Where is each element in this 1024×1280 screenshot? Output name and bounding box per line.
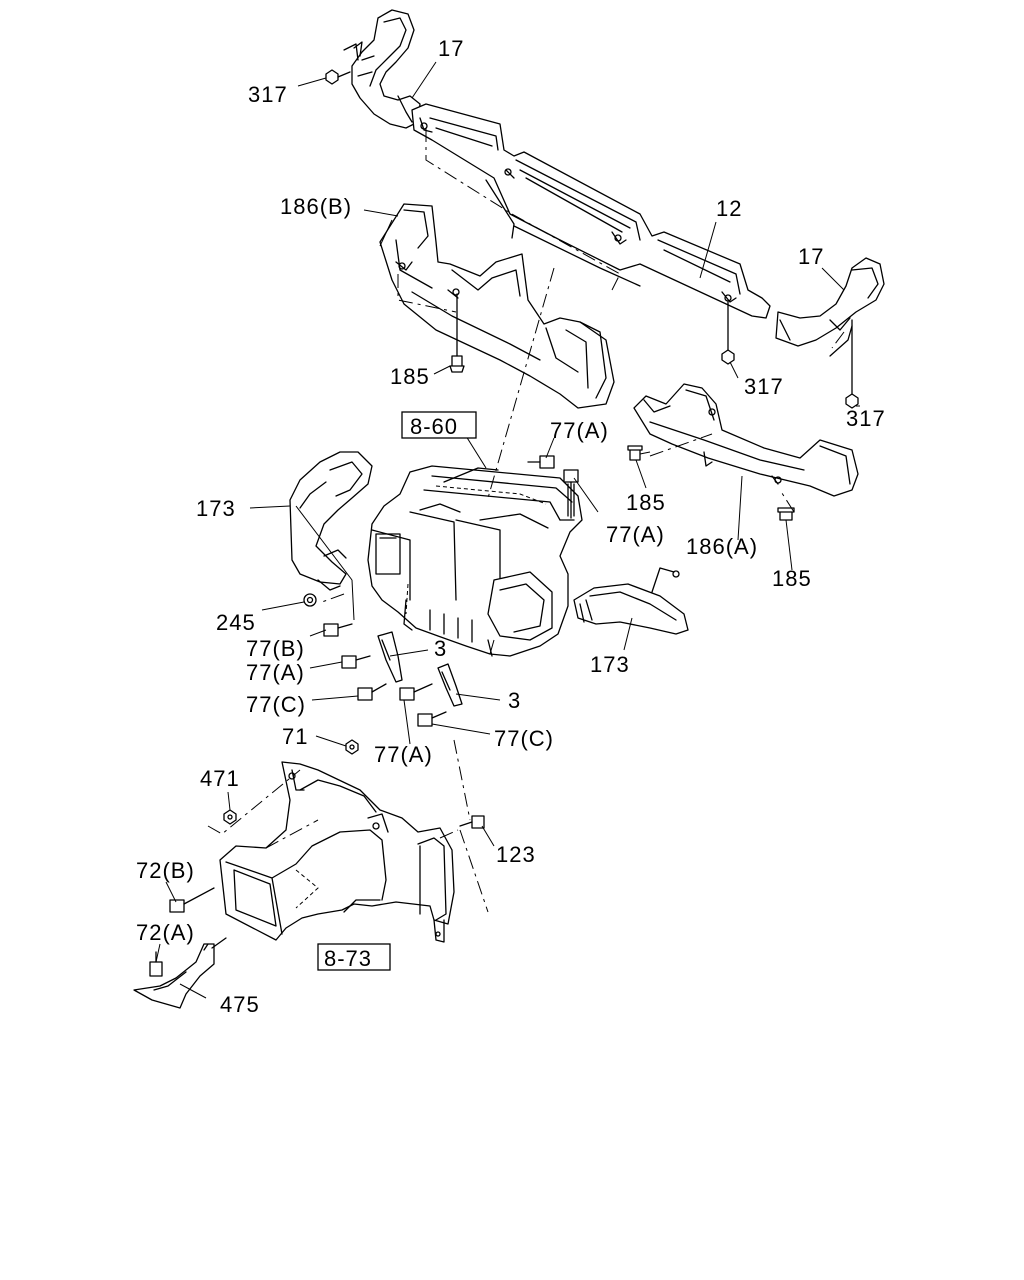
part-186a-duct [633, 383, 859, 497]
nut-471 [223, 809, 237, 825]
label-17-top: 17 [438, 36, 464, 61]
label-8-73: 8-73 [324, 946, 372, 971]
bolt-317-top [325, 43, 359, 85]
label-12: 12 [716, 196, 742, 221]
alignment-lines [207, 128, 845, 913]
part-186b-duct [379, 203, 615, 409]
lower-duct-assembly [219, 761, 455, 943]
label-123: 123 [496, 842, 536, 867]
label-72b: 72(B) [136, 858, 195, 883]
callout-labels: 317 17 186(B) 12 17 185 317 317 8-60 77(… [136, 36, 886, 1017]
part-17-right-duct [775, 257, 885, 347]
label-245: 245 [216, 610, 256, 635]
label-77c-left: 77(C) [246, 692, 306, 717]
part-173-right-duct [573, 567, 689, 635]
part-12-main-duct [411, 103, 771, 319]
bolt-77c-left [357, 683, 387, 701]
label-317-top: 317 [248, 82, 288, 107]
part-173-left-duct [289, 451, 373, 591]
label-71: 71 [282, 724, 308, 749]
label-317-right: 317 [846, 406, 886, 431]
label-8-60: 8-60 [410, 414, 458, 439]
label-186a: 186(A) [686, 534, 758, 559]
blower-unit [367, 465, 583, 657]
part-3-brackets [377, 631, 463, 707]
bolt-317-right [829, 319, 859, 409]
nut-71 [345, 739, 359, 755]
label-77a-top: 77(A) [550, 418, 609, 443]
label-185-mid: 185 [626, 490, 666, 515]
label-72a: 72(A) [136, 920, 195, 945]
label-471: 471 [200, 766, 240, 791]
label-185-bottom: 185 [772, 566, 812, 591]
label-77a-low: 77(A) [374, 742, 433, 767]
leader-lines [155, 61, 860, 999]
label-77c-right: 77(C) [494, 726, 554, 751]
part-475-bracket [133, 943, 215, 1009]
screw-123 [459, 815, 485, 829]
label-186b: 186(B) [280, 194, 352, 219]
bolt-77a-top [527, 455, 555, 469]
bolt-185-left [449, 293, 465, 373]
bolt-72b [169, 887, 215, 913]
clip-245 [303, 593, 317, 607]
ref-box-8-60 [401, 411, 477, 439]
label-173-right: 173 [590, 652, 630, 677]
label-185-left: 185 [390, 364, 430, 389]
ref-box-8-73 [317, 943, 391, 971]
part-17-left-duct [351, 9, 421, 129]
label-77a-mid: 77(A) [246, 660, 305, 685]
label-3-upper: 3 [434, 636, 447, 661]
fasteners [149, 43, 859, 977]
label-77b: 77(B) [246, 636, 305, 661]
bolt-317-mid [721, 301, 735, 365]
label-475: 475 [220, 992, 260, 1017]
bolt-77a-low [399, 683, 433, 701]
bolt-77a-mid [341, 655, 371, 669]
label-3-lower: 3 [508, 688, 521, 713]
label-173-left: 173 [196, 496, 236, 521]
bolt-185-bottom [777, 507, 795, 521]
bolt-185-mid [627, 445, 651, 461]
label-77a-right: 77(A) [606, 522, 665, 547]
label-17-right: 17 [798, 244, 824, 269]
bolt-77c-right [417, 711, 447, 727]
bolt-72a [149, 937, 227, 977]
label-317-mid: 317 [744, 374, 784, 399]
bolt-77b [323, 623, 353, 637]
